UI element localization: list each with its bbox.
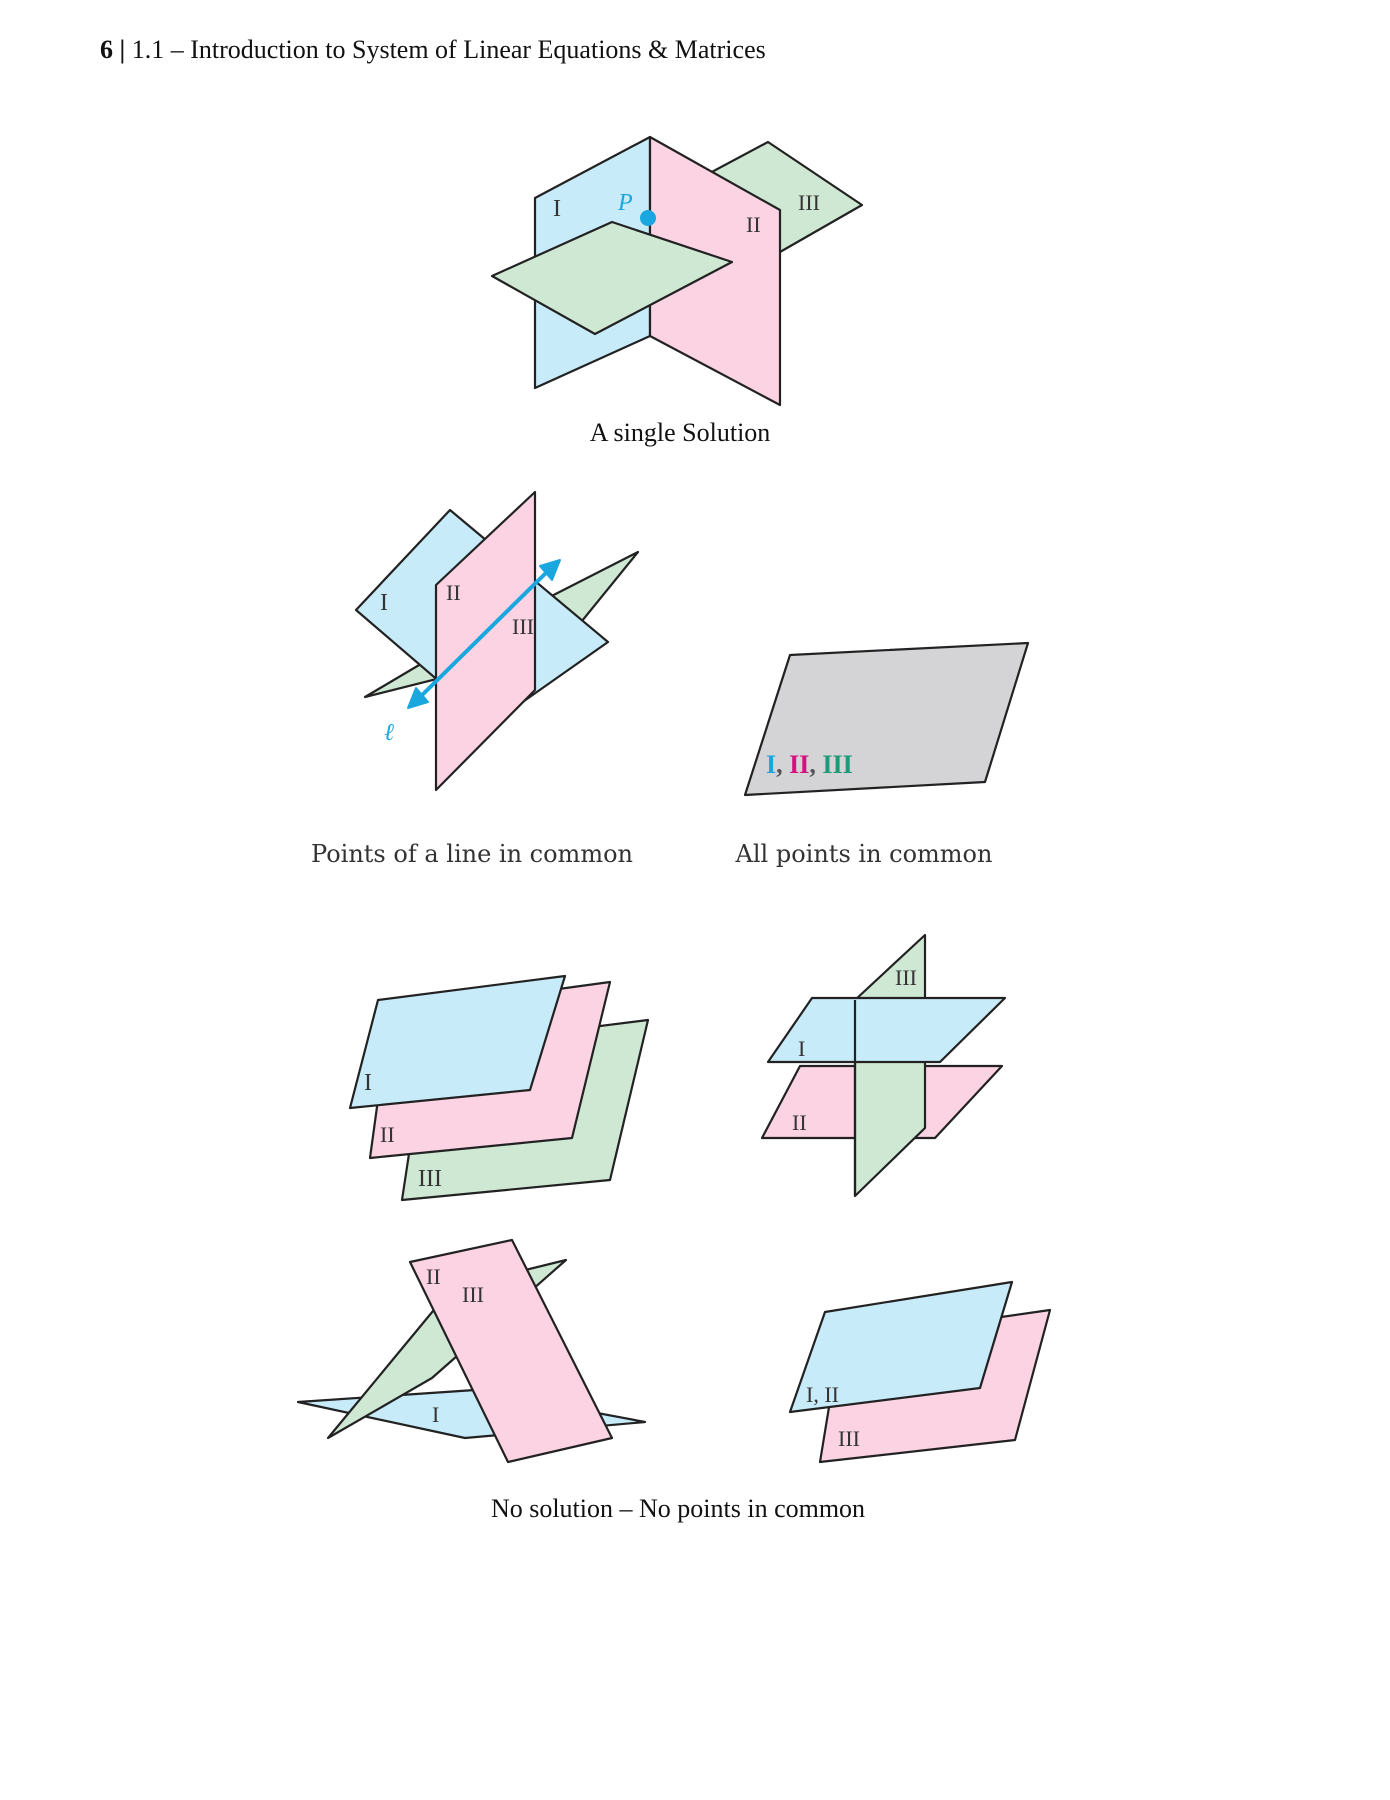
- label-parallel-II: II: [380, 1122, 395, 1147]
- figure-all-points: [743, 641, 1030, 797]
- plane-coincident: [743, 641, 1030, 797]
- plane-I: [766, 996, 1007, 1064]
- page-header: 6 | 1.1 – Introduction to System of Line…: [100, 34, 766, 66]
- figure-parallel-planes: [348, 974, 650, 1202]
- header-title: 1.1 – Introduction to System of Linear E…: [131, 35, 766, 64]
- label-all-I: I: [766, 750, 776, 779]
- plane-III-front: [490, 220, 734, 336]
- figure-coincident-parallel: [788, 1280, 1052, 1464]
- label-single-I: I: [553, 196, 561, 222]
- caption-single-solution: A single Solution: [589, 418, 771, 447]
- caption-no-solution: No solution – No points in common: [490, 1494, 866, 1523]
- label-single-P: P: [617, 190, 633, 216]
- figure-line-in-common: [354, 490, 640, 792]
- label-all-sep2: ,: [809, 750, 822, 779]
- label-line-l: ℓ: [384, 720, 394, 746]
- plane-II: [408, 1238, 614, 1464]
- header-separator: |: [113, 35, 132, 64]
- label-all: I, II, III: [766, 750, 853, 779]
- label-prism-III: III: [462, 1282, 484, 1307]
- plane-I: [348, 974, 567, 1110]
- label-all-III: III: [822, 750, 852, 779]
- figure-crossed-parallel: [760, 933, 1007, 1198]
- label-single-II: II: [746, 212, 761, 237]
- plane-I-II: [788, 1280, 1014, 1414]
- line-l: [410, 561, 558, 707]
- figure-single-solution: [490, 135, 864, 407]
- label-all-II: II: [789, 750, 809, 779]
- caption-all-points: All points in common: [735, 840, 993, 868]
- figure-prism: [296, 1238, 647, 1464]
- label-line-I: I: [380, 590, 388, 616]
- label-prism-II: II: [426, 1264, 441, 1289]
- label-line-II: II: [446, 580, 461, 605]
- arrowhead-down: [407, 687, 429, 709]
- caption-line-in-common: Points of a line in common: [311, 840, 633, 868]
- label-single-III: III: [798, 190, 820, 215]
- label-coinc-III: III: [838, 1426, 860, 1451]
- point-P: [640, 210, 656, 226]
- label-cross-II: II: [792, 1110, 807, 1135]
- label-prism-I: I: [432, 1402, 439, 1427]
- label-line-III: III: [512, 614, 534, 639]
- plane-II: [434, 490, 537, 792]
- label-cross-I: I: [798, 1036, 805, 1061]
- page-number: 6: [100, 35, 113, 64]
- label-all-sep1: ,: [776, 750, 789, 779]
- arrowhead-up: [539, 559, 561, 581]
- label-parallel-III: III: [418, 1166, 442, 1192]
- label-cross-III: III: [895, 965, 917, 990]
- label-coinc-I-II: I, II: [806, 1382, 839, 1407]
- label-parallel-I: I: [364, 1070, 372, 1096]
